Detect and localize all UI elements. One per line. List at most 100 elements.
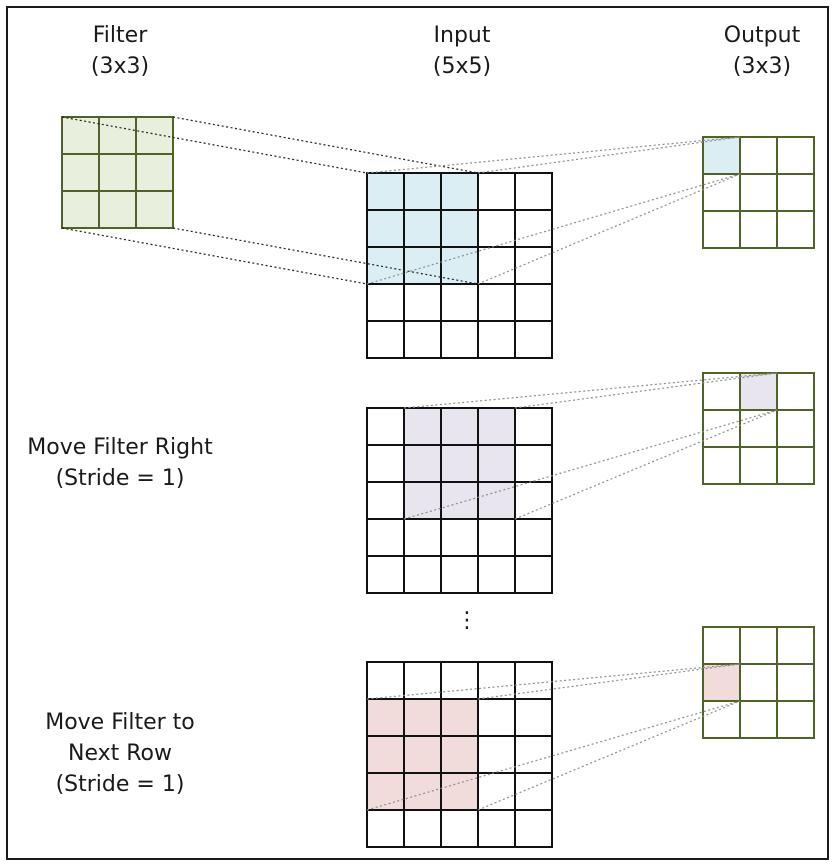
input-grid-2-cell xyxy=(514,407,553,446)
filter-grid-fill xyxy=(62,117,173,228)
input-grid-3-cell xyxy=(440,661,479,700)
output-grid-3 xyxy=(702,626,815,739)
input-grid-2-cell xyxy=(366,518,405,557)
output-grid-3-cell xyxy=(702,626,741,665)
output-grid-3-cell xyxy=(739,626,778,665)
input-grid-3 xyxy=(366,661,553,848)
input-grid-1 xyxy=(366,172,553,359)
output-connector-bottom2-1 xyxy=(477,173,741,285)
output-connector-bottom-3 xyxy=(366,700,741,811)
input-grid-2-cell xyxy=(440,555,479,594)
move-right-line1: Move Filter Right xyxy=(27,435,213,460)
filter-connector-br xyxy=(172,227,479,285)
input-grid-2-cell xyxy=(514,481,553,520)
input-grid-1-cell xyxy=(477,320,516,359)
output-grid-2-cell xyxy=(776,409,815,448)
input-grid-3-cell xyxy=(514,809,553,848)
output-connector-bottom2-2 xyxy=(514,409,778,520)
input-grid-2-cell xyxy=(514,444,553,483)
input-grid-2 xyxy=(366,407,553,594)
filter-connector-bl xyxy=(61,227,368,285)
input-grid-2-cell xyxy=(477,518,516,557)
input-grid-3-cell xyxy=(366,809,405,848)
output-grid-1-cell xyxy=(776,210,815,249)
output-grid-1-cell xyxy=(702,210,741,249)
move-right-caption: Move Filter Right (Stride = 1) xyxy=(10,432,230,494)
output-title: Output xyxy=(723,23,801,48)
input-grid-2-cell xyxy=(366,407,405,446)
input-grid-2-cell xyxy=(440,518,479,557)
output-grid-1-cell xyxy=(739,136,778,175)
input-grid-1-cell xyxy=(366,320,405,359)
input-grid-2-cell xyxy=(403,555,442,594)
output-grid-1-cell xyxy=(776,173,815,212)
input-grid-3-cell xyxy=(477,661,516,700)
output-cell-highlight-1 xyxy=(703,137,740,174)
input-grid-1-cell xyxy=(366,283,405,322)
output-connector-top-2 xyxy=(403,372,778,409)
input-size: (5x5) xyxy=(432,54,492,79)
output-connector-bottom2-3 xyxy=(477,700,741,811)
input-label: Input (5x5) xyxy=(402,20,522,82)
input-grid-1-cell xyxy=(440,320,479,359)
input-grid-3-cell xyxy=(514,698,553,737)
output-grid-1-cell xyxy=(739,173,778,212)
input-grid-3-cell xyxy=(440,809,479,848)
input-grid-3-cell xyxy=(477,809,516,848)
output-grid-2-cell xyxy=(702,409,741,448)
input-window-highlight-2 xyxy=(404,408,515,519)
output-grid-3-cell xyxy=(776,626,815,665)
output-connector-bottom-1 xyxy=(366,173,741,285)
output-connector-bottom-2 xyxy=(403,409,778,520)
output-cell-highlight-2 xyxy=(740,373,777,410)
output-grid-2-cell xyxy=(739,446,778,485)
output-grid-2-cell xyxy=(702,446,741,485)
input-window-highlight-3 xyxy=(367,699,478,810)
output-connector-top2-2 xyxy=(514,372,778,409)
input-window-highlight-1 xyxy=(367,173,478,284)
output-grid-3-cell xyxy=(739,700,778,739)
input-grid-3-cell xyxy=(477,698,516,737)
input-grid-1-cell xyxy=(477,283,516,322)
output-grid-1-cell xyxy=(776,136,815,175)
output-grid-3-cell xyxy=(776,700,815,739)
filter-connector-tr xyxy=(172,116,479,174)
ellipsis-dots: ⋮ xyxy=(456,610,478,632)
input-grid-2-cell xyxy=(514,555,553,594)
output-size: (3x3) xyxy=(732,54,792,79)
input-grid-2-cell xyxy=(403,518,442,557)
input-grid-2-cell xyxy=(366,481,405,520)
input-grid-3-cell xyxy=(514,735,553,774)
output-grid-2-cell xyxy=(776,372,815,411)
input-grid-1-cell xyxy=(514,172,553,211)
input-grid-1-cell xyxy=(514,320,553,359)
input-grid-2-cell xyxy=(366,444,405,483)
filter-title: Filter xyxy=(92,23,148,48)
output-connector-top2-1 xyxy=(477,136,741,174)
input-grid-1-cell xyxy=(477,172,516,211)
output-connector-top-3 xyxy=(366,663,741,700)
input-grid-3-cell xyxy=(514,661,553,700)
input-grid-3-cell xyxy=(403,809,442,848)
output-connector-top2-3 xyxy=(477,663,741,700)
output-grid-1-cell xyxy=(739,210,778,249)
input-grid-2-cell xyxy=(366,555,405,594)
move-next-row-caption: Move Filter to Next Row (Stride = 1) xyxy=(10,707,230,800)
move-next-row-line3: (Stride = 1) xyxy=(55,772,185,797)
output-label: Output (3x3) xyxy=(702,20,822,82)
output-connector-top-1 xyxy=(366,136,741,174)
filter-grid xyxy=(61,116,174,229)
input-grid-3-cell xyxy=(477,735,516,774)
filter-grid-cell xyxy=(135,190,174,229)
input-grid-1-cell xyxy=(514,209,553,248)
output-grid-3-cell xyxy=(776,663,815,702)
input-grid-2-cell xyxy=(514,518,553,557)
output-grid-1 xyxy=(702,136,815,249)
move-next-row-line1: Move Filter to xyxy=(45,710,195,735)
filter-connector-tl xyxy=(61,116,368,174)
input-grid-3-cell xyxy=(477,772,516,811)
output-cell-highlight-3 xyxy=(703,664,740,701)
input-grid-3-cell xyxy=(514,772,553,811)
filter-size: (3x3) xyxy=(90,54,150,79)
input-title: Input xyxy=(433,23,491,48)
